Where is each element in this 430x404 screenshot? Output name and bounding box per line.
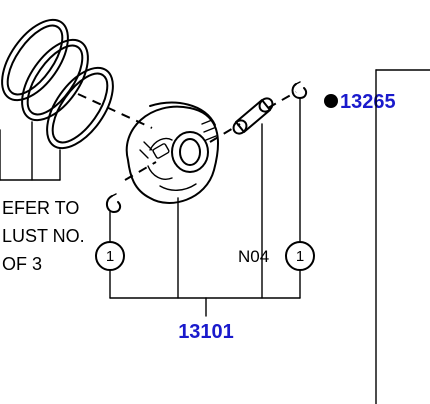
reference-bullet-icon (324, 94, 338, 108)
reference-callout: 13265 (324, 91, 396, 113)
refer-note-line-2: LUST NO. (2, 226, 85, 246)
quantity-left-label: 1 (106, 248, 114, 265)
quantity-callout-right: 1 (285, 241, 315, 271)
snap-ring-left (106, 193, 122, 213)
piston (125, 101, 220, 204)
ring-leader-lines (0, 121, 61, 181)
quantity-callout-left: 1 (95, 241, 125, 271)
pin-code-label: N04 (238, 247, 269, 266)
refer-note-line-3: OF 3 (2, 254, 42, 274)
part-number-main[interactable]: 13101 (178, 321, 234, 343)
refer-note-line-1: EFER TO (2, 198, 79, 218)
right-bracket (375, 69, 430, 404)
quantity-right-label: 1 (296, 248, 304, 265)
refer-note: EFER TO LUST NO. OF 3 (2, 198, 85, 274)
piston-rings (1, 18, 114, 150)
part-leader-lines (109, 97, 301, 317)
snap-ring-right (291, 81, 308, 99)
part-number-reference[interactable]: 13265 (340, 91, 396, 113)
piston-pin (232, 97, 274, 135)
